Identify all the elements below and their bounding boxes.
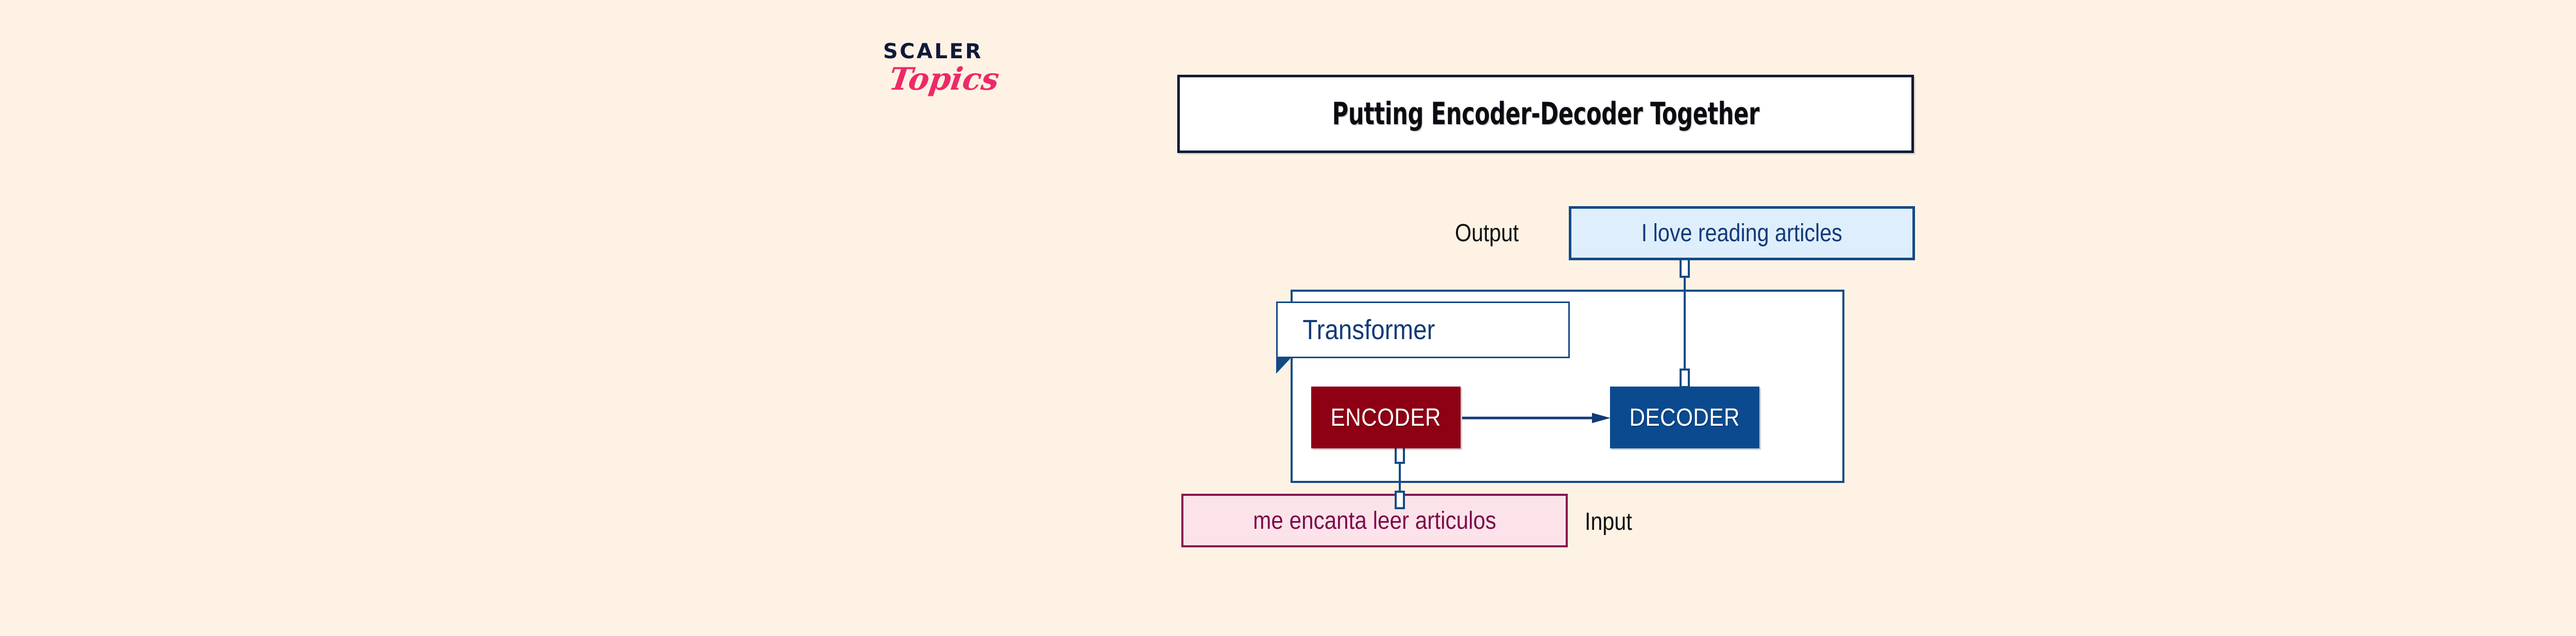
output-box: I love reading articles bbox=[1569, 206, 1915, 260]
input-value: me encanta leer articulos bbox=[1253, 507, 1496, 534]
transformer-label-box: Transformer bbox=[1276, 302, 1570, 358]
input-box: me encanta leer articulos bbox=[1181, 494, 1568, 547]
connector-decoder-to-output bbox=[1680, 259, 1690, 388]
input-label: Input bbox=[1585, 508, 1632, 535]
logo-script: Topics bbox=[887, 61, 1002, 97]
scaler-topics-logo: SCALER Topics bbox=[882, 41, 1016, 129]
encoder-box: ENCODER bbox=[1311, 387, 1461, 448]
logo-wordmark: SCALER bbox=[883, 40, 983, 63]
output-label: Output bbox=[1455, 220, 1519, 247]
decoder-label: DECODER bbox=[1629, 404, 1740, 431]
title-box: Putting Encoder-Decoder Together bbox=[1177, 75, 1914, 153]
connector-encoder-to-input bbox=[1395, 446, 1405, 509]
page-title: Putting Encoder-Decoder Together bbox=[1332, 96, 1759, 132]
transformer-fold-triangle bbox=[1276, 357, 1292, 374]
output-value: I love reading articles bbox=[1641, 220, 1843, 247]
arrow-encoder-to-decoder-icon bbox=[1462, 413, 1611, 423]
decoder-box: DECODER bbox=[1610, 387, 1759, 448]
transformer-label: Transformer bbox=[1302, 314, 1435, 345]
encoder-label: ENCODER bbox=[1330, 404, 1442, 431]
